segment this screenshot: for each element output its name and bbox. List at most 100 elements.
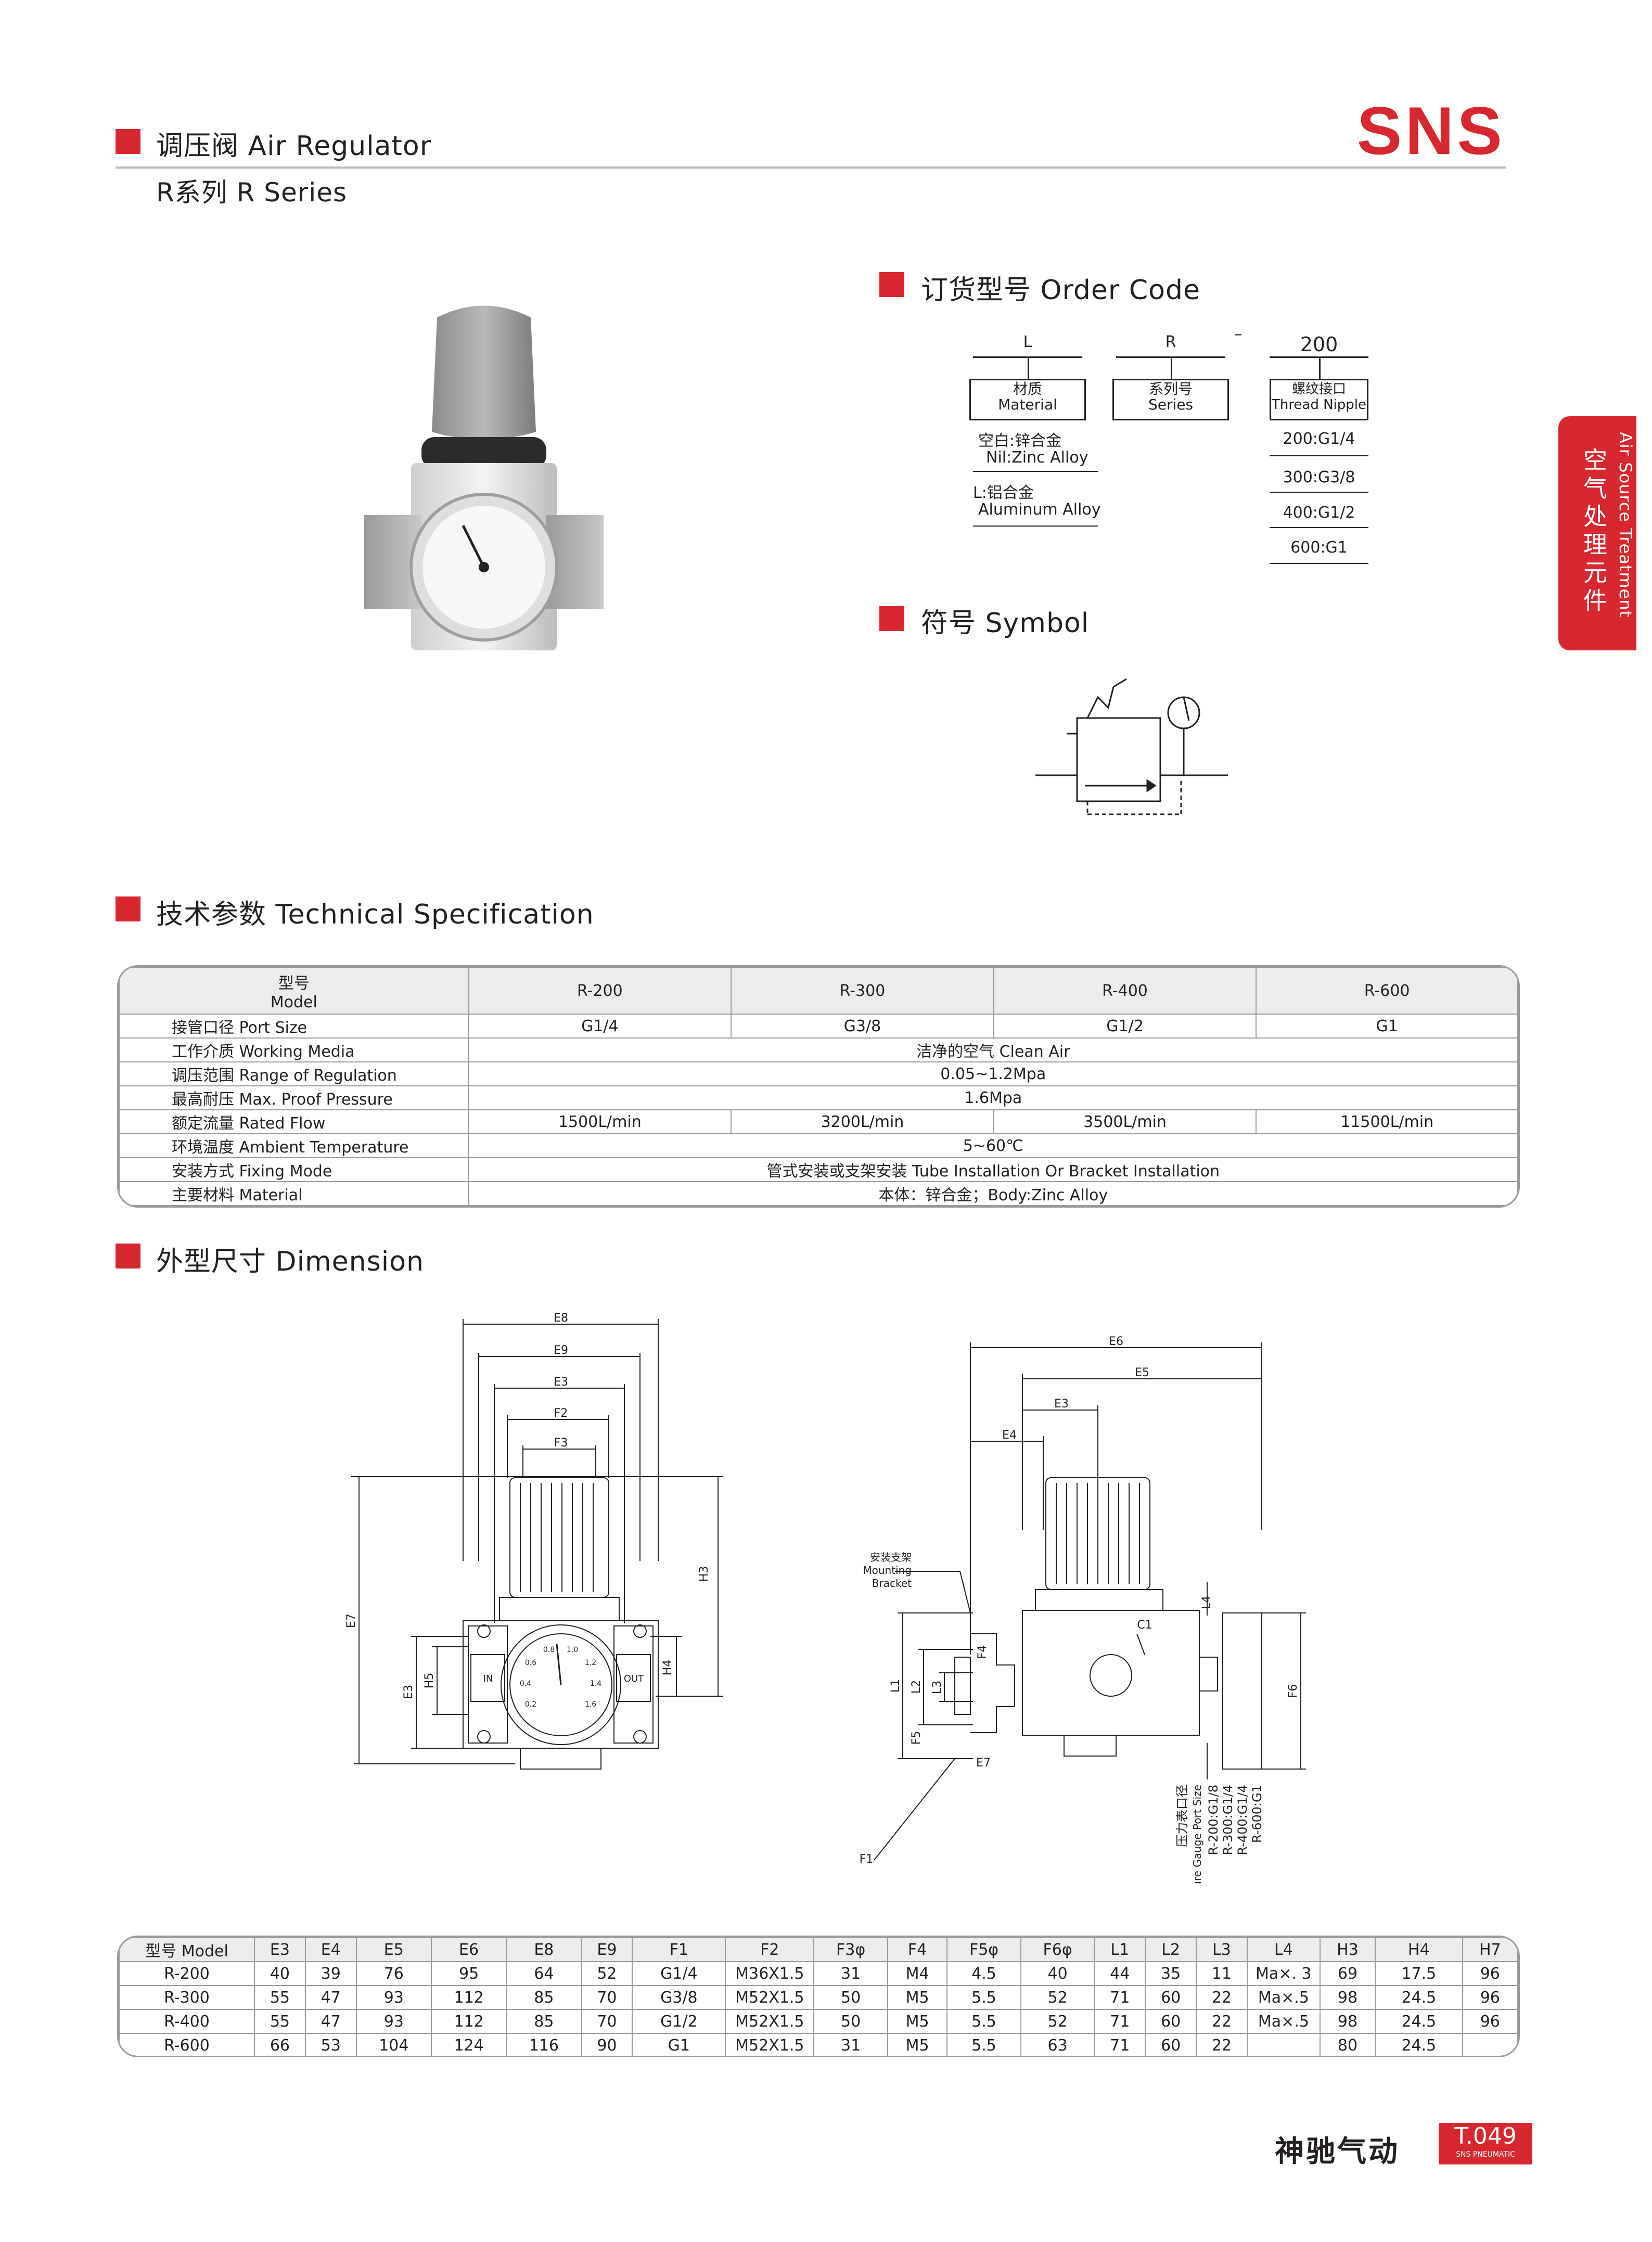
dim-label-h3: H3: [698, 1566, 711, 1582]
product-image: [364, 305, 604, 650]
dim-cell: 85: [506, 2009, 582, 2034]
dim-header: 型号 Model: [119, 1937, 255, 1962]
dim-label-f4: F4: [976, 1645, 989, 1659]
side-view-drawing: E6 E5 E3 E4 L4 C1 F4 L1 L2 L3 F5 E7 F1 F…: [860, 1335, 1306, 1884]
dim-cell: 5.5: [946, 2033, 1021, 2056]
dim-label-e6: E6: [1109, 1335, 1123, 1348]
dim-header: E6: [430, 1937, 507, 1962]
dim-header: F1: [632, 1937, 726, 1962]
dim-cell: R-400: [119, 2009, 255, 2034]
dim-label-e8: E8: [554, 1312, 568, 1325]
dimension-header-row: 型号 Model E3 E4 E5 E6 E8 E9 F1 F2 F3φ F4 …: [119, 1937, 1518, 1962]
dim-cell: G3/8: [632, 1985, 726, 2010]
code-connector: [1319, 356, 1321, 379]
dim-cell: 50: [813, 1985, 888, 2010]
spec-model-col: R-300: [731, 967, 994, 1015]
dim-label-h5: H5: [423, 1673, 436, 1689]
dim-cell: 104: [355, 2033, 432, 2056]
gauge-port-size: R-300:G1/4: [1221, 1785, 1235, 1855]
spec-row: 安装方式 Fixing Mode 管式安装或支架安装 Tube Installa…: [119, 1157, 1518, 1182]
dimension-table: 型号 Model E3 E4 E5 E6 E8 E9 F1 F2 F3φ F4 …: [119, 1937, 1518, 2056]
dim-cell: 60: [1145, 2009, 1197, 2034]
dim-label-f1: F1: [860, 1853, 874, 1866]
dim-cell: Ma×.5: [1246, 1985, 1321, 2010]
thread-box-en: Thread Nipple: [1271, 397, 1367, 413]
dim-cell: M36X1.5: [725, 1961, 815, 1986]
code-connector: [1028, 356, 1029, 379]
spec-row-label: 安装方式 Fixing Mode: [119, 1157, 469, 1182]
material-option-cn: L:铝合金: [973, 484, 1034, 502]
spec-model-col: R-600: [1256, 967, 1518, 1015]
code-dash: –: [1234, 325, 1243, 343]
option-rule: [1270, 492, 1368, 493]
spec-cell: 本体：锌合金；Body:Zinc Alloy: [468, 1181, 1518, 1206]
page-number: T.049: [1454, 2123, 1517, 2149]
footer-brand: 神驰气动: [1275, 2135, 1400, 2169]
dim-label-l4: L4: [1200, 1596, 1213, 1609]
order-code-heading: 订货型号 Order Code: [921, 275, 1200, 306]
dim-cell: 70: [581, 2009, 633, 2034]
dim-cell: 96: [1462, 1961, 1518, 1986]
dim-cell: 55: [254, 2009, 306, 2034]
dimension-row: R-600 66 53 104 124 116 90 G1 M52X1.5 31…: [119, 2033, 1518, 2056]
dim-cell: M5: [887, 2033, 948, 2056]
gauge-port-size: R-400:G1/4: [1235, 1785, 1250, 1855]
dim-label-e3-vertical: E3: [402, 1685, 415, 1699]
dim-cell: 70: [581, 1985, 633, 2010]
dim-label-e7: E7: [976, 1757, 991, 1770]
dim-cell: 24.5: [1375, 2033, 1463, 2056]
spec-cell: 1.6Mpa: [468, 1085, 1518, 1110]
gauge-number: 0.6: [525, 1659, 536, 1667]
dim-cell: 39: [304, 1961, 357, 1986]
spec-row: 工作介质 Working Media 洁净的空气 Clean Air: [119, 1037, 1518, 1062]
dimension-row: R-400 55 47 93 112 85 70 G1/2 M52X1.5 50…: [119, 2009, 1518, 2034]
dim-label-e9: E9: [554, 1344, 568, 1357]
dim-cell: G1/2: [632, 2009, 726, 2034]
code-thread: 200: [1300, 333, 1338, 356]
gauge-number: 0.2: [525, 1700, 536, 1709]
dim-cell: R-600: [119, 2033, 255, 2056]
symbol-marker: [879, 606, 904, 631]
dim-cell: G1: [632, 2033, 726, 2056]
dim-cell: 11: [1196, 1961, 1248, 1986]
order-code-marker: [879, 272, 904, 297]
dim-header: E3: [254, 1937, 306, 1962]
spec-header-row: 型号 Model R-200 R-300 R-400 R-600: [119, 967, 1518, 1015]
spec-table: 型号 Model R-200 R-300 R-400 R-600 接管口径 Po…: [119, 967, 1518, 1206]
dim-cell: 24.5: [1375, 2009, 1463, 2034]
spec-row-label: 接管口径 Port Size: [119, 1014, 469, 1039]
spec-cell: 3500L/min: [993, 1109, 1257, 1134]
spec-cell: G3/8: [731, 1014, 994, 1039]
spec-model-header: 型号 Model: [119, 967, 469, 1015]
gauge-port-cn: 压力表口径: [1175, 1785, 1189, 1847]
side-tab-english: Air Source Treatment: [1616, 432, 1635, 618]
dim-cell: 71: [1094, 2009, 1146, 2034]
dim-cell: 76: [355, 1961, 432, 1986]
dim-cell: 71: [1094, 2033, 1146, 2056]
dim-label-c1: C1: [1137, 1619, 1152, 1632]
dim-cell: R-200: [119, 1961, 255, 1986]
dim-header: E9: [581, 1937, 633, 1962]
spec-cell: 5~60℃: [468, 1133, 1518, 1158]
spec-row: 额定流量 Rated Flow 1500L/min 3200L/min 3500…: [119, 1109, 1518, 1134]
dim-cell: M52X1.5: [725, 2033, 815, 2056]
dim-cell: 31: [813, 2033, 888, 2056]
dim-cell: 98: [1319, 1985, 1376, 2010]
dim-cell: 4.5: [946, 1961, 1021, 1986]
dimension-heading: 外型尺寸 Dimension: [156, 1246, 424, 1277]
dim-cell: 52: [1020, 2009, 1095, 2034]
dim-cell: 85: [506, 1985, 582, 2010]
dim-header: F4: [887, 1937, 948, 1962]
dim-cell: 80: [1319, 2033, 1376, 2056]
dim-header: H3: [1319, 1937, 1376, 1962]
spec-row-label: 主要材料 Material: [119, 1181, 469, 1206]
dim-header: L1: [1094, 1937, 1146, 1962]
gauge-port-size: R-600:G1: [1250, 1785, 1264, 1843]
spec-model-en: Model: [270, 993, 317, 1011]
dim-header: L3: [1196, 1937, 1248, 1962]
dim-header: H7: [1462, 1937, 1518, 1962]
dim-cell: 71: [1094, 1985, 1146, 2010]
option-rule: [1270, 563, 1368, 564]
option-rule: [1270, 455, 1368, 456]
dim-header: L2: [1145, 1937, 1197, 1962]
